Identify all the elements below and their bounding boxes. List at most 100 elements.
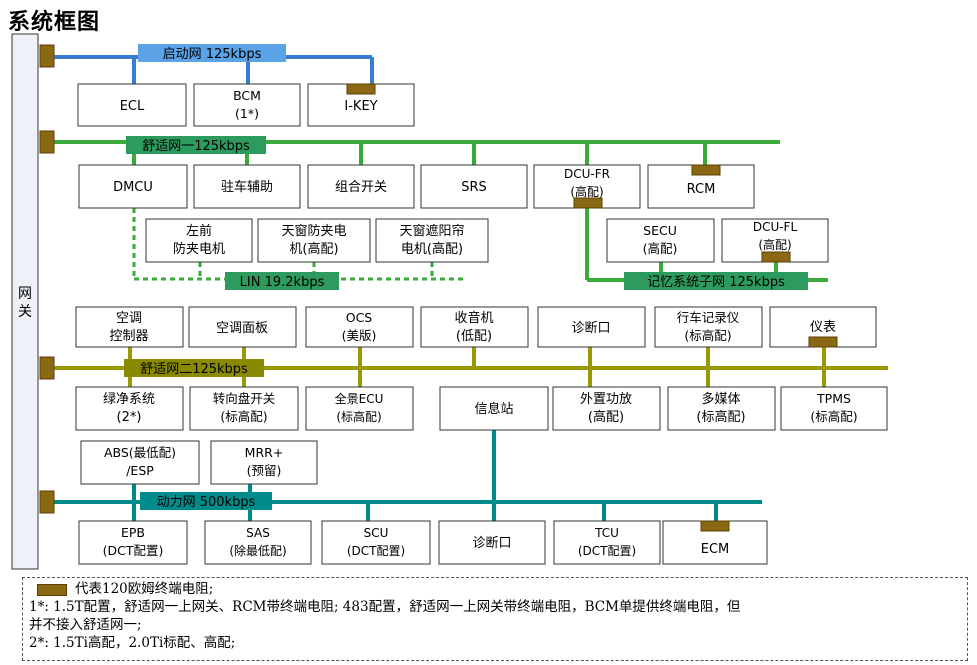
srs-label: SRS <box>461 180 487 195</box>
diag1-label: 诊断口 <box>571 321 610 336</box>
resistor-cluster <box>808 336 838 348</box>
dmcu-box: DMCU <box>78 164 188 209</box>
legend-line: 代表120欧姆终端电阻; <box>29 580 961 598</box>
gateway-label: 网关 <box>18 286 32 320</box>
note1-cont: 并不接入舒适网一; <box>29 617 142 633</box>
secu-label: SECU(高配) <box>643 223 678 256</box>
resistor-ikey <box>346 83 376 95</box>
dvr-label: 行车记录仪(标高配) <box>677 310 740 343</box>
epb-label: EPB(DCT配置) <box>103 525 164 558</box>
legend-text: 代表120欧姆终端电阻; <box>75 581 214 597</box>
resistor-gateway-comfort2 <box>39 356 55 380</box>
left-front-label: 左前防夹电机 <box>173 223 225 257</box>
power-label: 动力网 500kbps <box>157 495 256 510</box>
infotainment-box: 信息站 <box>439 386 549 431</box>
resistor-ecm <box>700 520 730 532</box>
radio-box: 收音机(低配) <box>420 306 529 348</box>
infotainment-label: 信息站 <box>474 401 513 417</box>
diag2-label: 诊断口 <box>472 536 511 551</box>
purifier-label: 绿净系统(2*) <box>103 392 155 425</box>
srs-box: SRS <box>420 164 528 209</box>
epb-box: EPB(DCT配置) <box>78 520 188 565</box>
dmcu-label: DMCU <box>113 180 153 195</box>
ac-panel-box: 空调面板 <box>188 306 297 348</box>
sas-label: SAS(除最低配) <box>229 526 286 558</box>
diag1-box: 诊断口 <box>537 306 646 348</box>
radio-label: 收音机(低配) <box>454 310 493 344</box>
steer-switch-box: 转向盘开关(标高配) <box>189 386 299 431</box>
ikey-label: I-KEY <box>344 99 377 114</box>
sunroof-anti-box: 天窗防夹电机(高配) <box>257 218 371 263</box>
rcm-label: RCM <box>687 182 716 197</box>
abs-box: ABS(最低配)/ESP <box>80 440 200 485</box>
amp-box: 外置功放(高配) <box>552 386 661 431</box>
resistor-dcu-fr <box>573 197 603 209</box>
resistor-dcu-fl <box>761 251 791 263</box>
diag2-box: 诊断口 <box>438 520 546 565</box>
lin-label: LIN 19.2kbps <box>240 275 325 290</box>
sunroof-shade-box: 天窗遮阳帘电机(高配) <box>375 218 489 263</box>
sunroof-anti-label: 天窗防夹电机(高配) <box>281 223 346 257</box>
parking-label: 驻车辅助 <box>221 179 273 195</box>
start-net-label: 启动网 125kbps <box>163 47 262 62</box>
sas-box: SAS(除最低配) <box>204 520 312 565</box>
abs-label: ABS(最低配)/ESP <box>104 445 176 478</box>
ecl-box: ECL <box>77 83 187 127</box>
gateway-box <box>11 33 39 570</box>
system-block-diagram: 网关 启动网 125kbps 舒适网一125kbps LIN 19.2kbps <box>11 33 888 570</box>
scu-label: SCU(DCT配置) <box>347 526 405 558</box>
memory-label-bg <box>624 272 808 290</box>
parking-box: 驻车辅助 <box>193 164 301 209</box>
mrr-box: MRR+(预留) <box>210 440 318 485</box>
combo-switch-box: 组合开关 <box>307 164 415 209</box>
tpms-label: TPMS(标高配) <box>810 391 857 424</box>
ac-panel-label: 空调面板 <box>216 321 268 336</box>
comfort2-label: 舒适网二125kbps <box>140 362 248 377</box>
resistor-gateway-start <box>39 44 55 68</box>
notes-box: 代表120欧姆终端电阻; 1*: 1.5T配置，舒适网一上网关、RCM带终端电阻… <box>22 577 968 661</box>
note2: 2*: 1.5Ti高配，2.0Ti标配、高配; <box>29 635 236 651</box>
bcm-label: BCM(1*) <box>233 88 261 121</box>
page-title: 系统框图 <box>8 10 101 35</box>
resistor-gateway-power <box>39 490 55 514</box>
sunroof-shade-label: 天窗遮阳帘电机(高配) <box>399 223 464 257</box>
lin-label-bg <box>225 272 339 290</box>
ac-ctrl-label: 空调控制器 <box>109 311 148 344</box>
comfort2-label-bg <box>124 359 264 377</box>
ecm-label: ECM <box>701 542 730 557</box>
comfort1-label-bg <box>126 136 266 154</box>
dcu-fl-label: DCU-FL(高配) <box>753 220 798 252</box>
ikey-box: I-KEY <box>307 83 415 127</box>
scu-box: SCU(DCT配置) <box>321 520 431 565</box>
tpms-box: TPMS(标高配) <box>780 386 888 431</box>
ac-ctrl-box: 空调控制器 <box>75 306 184 348</box>
ocs-label: OCS(美版) <box>342 310 377 343</box>
amp-label: 外置功放(高配) <box>580 392 632 425</box>
left-front-box: 左前防夹电机 <box>145 218 253 263</box>
panorama-label: 全景ECU(标高配) <box>335 391 384 424</box>
steer-switch-label: 转向盘开关(标高配) <box>213 391 276 424</box>
note1: 1*: 1.5T配置，舒适网一上网关、RCM带终端电阻; 483配置，舒适网一上… <box>29 599 741 615</box>
resistor-gateway-comfort1 <box>39 130 55 154</box>
memory-label: 记忆系统子网 125kbps <box>647 274 785 290</box>
ecl-label: ECL <box>120 99 145 114</box>
cluster-box: 仪表 <box>769 306 877 348</box>
dcu-fr-label: DCU-FR(高配) <box>564 167 610 199</box>
ocs-box: OCS(美版) <box>305 306 414 348</box>
resistor-rcm <box>691 164 721 176</box>
resistor-legend-icon <box>37 583 67 596</box>
media-label: 多媒体(标高配) <box>696 391 745 425</box>
tcu-label: TCU(DCT配置) <box>578 526 636 558</box>
cluster-label: 仪表 <box>810 320 836 335</box>
combo-switch-label: 组合开关 <box>335 180 387 195</box>
tcu-box: TCU(DCT配置) <box>553 520 661 565</box>
dvr-box: 行车记录仪(标高配) <box>654 306 763 348</box>
dcu-fl-box: DCU-FL(高配) <box>721 218 829 263</box>
power-label-bg <box>140 492 272 510</box>
comfort1-label: 舒适网一125kbps <box>142 139 250 154</box>
mrr-label: MRR+(预留) <box>245 445 284 478</box>
media-box: 多媒体(标高配) <box>667 386 776 431</box>
purifier-box: 绿净系统(2*) <box>75 386 184 431</box>
bcm-box: BCM(1*) <box>193 83 301 127</box>
secu-box: SECU(高配) <box>606 218 715 263</box>
